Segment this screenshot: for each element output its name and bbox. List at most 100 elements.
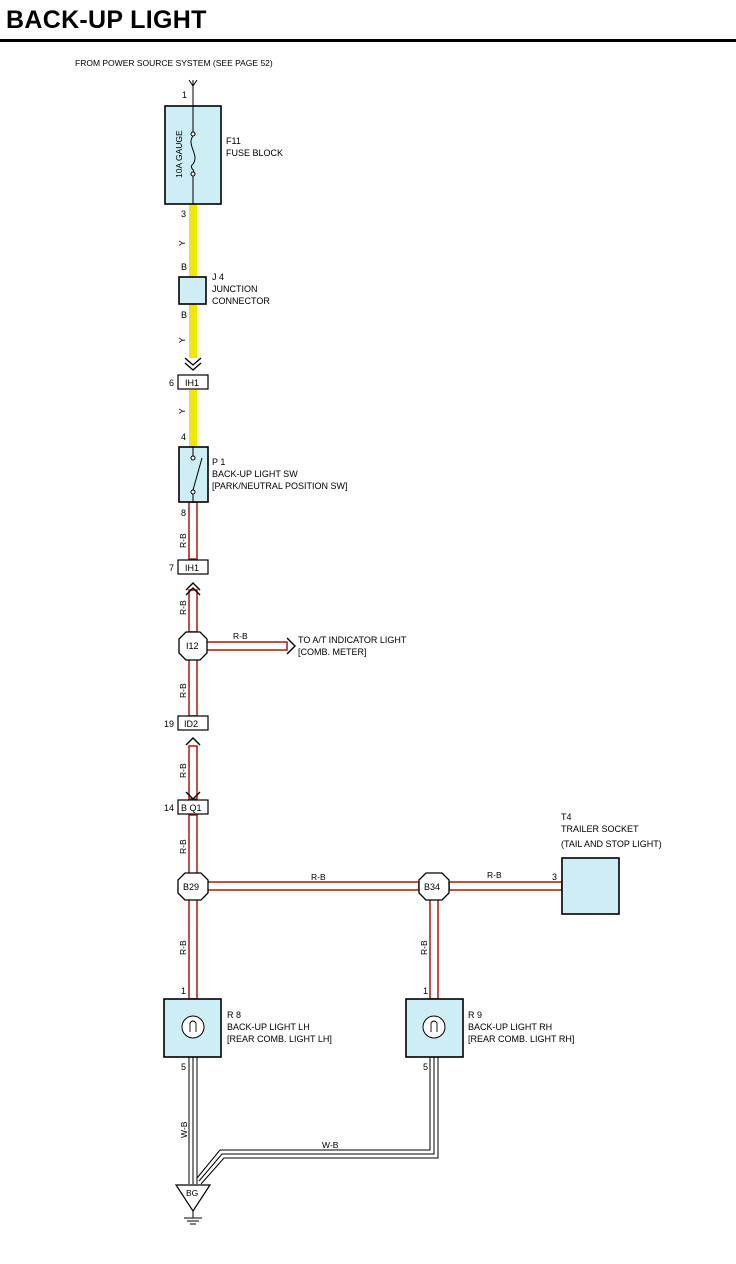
ground-connector[interactable] xyxy=(174,1184,212,1213)
wire-color-rb-3: R-B xyxy=(178,683,188,698)
wire-rb-3 xyxy=(188,656,198,717)
switch-icon xyxy=(192,457,203,491)
red-wire-group xyxy=(188,501,563,1000)
arrow-right-icon xyxy=(286,637,296,655)
backup-light-switch[interactable] xyxy=(178,446,209,503)
connector-id2-label: ID2 xyxy=(184,719,198,729)
backup-light-rh[interactable] xyxy=(405,998,464,1058)
wire-rb-b29-b34 xyxy=(206,881,420,891)
trailer-socket-pin: 3 xyxy=(552,872,557,882)
splice-b29-label: B29 xyxy=(183,882,199,892)
wire-color-rb-1: R-B xyxy=(178,533,188,548)
fuse-block-code: F11 xyxy=(226,136,241,146)
splice-i12-label: I12 xyxy=(186,641,199,651)
at-indicator-line1: TO A/T INDICATOR LIGHT xyxy=(298,635,407,645)
junction-connector[interactable] xyxy=(178,276,207,305)
light-rh-pin-in: 1 xyxy=(423,986,428,996)
wire-rb-b34-t4 xyxy=(448,881,563,891)
title-rule xyxy=(0,39,736,42)
trailer-socket-line2: (TAIL AND STOP LIGHT) xyxy=(561,839,662,849)
ground-icon xyxy=(183,1217,203,1225)
fuse-block[interactable]: 10A GAUGE xyxy=(164,105,222,205)
splice-i12[interactable] xyxy=(178,631,208,661)
junction-name-line2: CONNECTOR xyxy=(212,296,270,306)
splice-b34[interactable] xyxy=(418,872,450,901)
switch-name-line1: BACK-UP LIGHT SW xyxy=(212,469,298,479)
connector-ih1-upper[interactable] xyxy=(177,374,209,390)
light-lh-code: R 8 xyxy=(227,1010,241,1020)
connector-id2[interactable] xyxy=(177,715,209,731)
fuse-icon xyxy=(190,135,196,173)
wire-rb-5 xyxy=(188,814,198,875)
trailer-socket[interactable] xyxy=(561,857,620,915)
trailer-socket-code: T4 xyxy=(561,812,572,822)
wire-color-rb-7: R-B xyxy=(419,940,429,955)
wire-color-rb-4: R-B xyxy=(178,763,188,778)
fuse-label: 10A GAUGE xyxy=(174,130,184,178)
junction-code: J 4 xyxy=(212,272,224,282)
switch-pin-out: 8 xyxy=(181,508,186,518)
connector-ih1-upper-label: IH1 xyxy=(185,378,199,388)
wire-color-y-1: Y xyxy=(177,240,187,246)
wire-color-y-3: Y xyxy=(177,408,187,414)
wire-color-rb-at: R-B xyxy=(233,631,248,641)
connector-chevron-icon xyxy=(185,791,201,800)
splice-b29[interactable] xyxy=(177,872,209,901)
trailer-socket-line1: TRAILER SOCKET xyxy=(561,824,639,834)
switch-pin-in: 4 xyxy=(181,432,186,442)
wire-color-rb-6: R-B xyxy=(178,940,188,955)
wire-rb-at xyxy=(204,641,288,651)
connector-ih1-upper-pin: 6 xyxy=(169,378,174,388)
junction-pin-out: B xyxy=(181,310,187,320)
wire-y-3 xyxy=(189,390,197,447)
wire-color-y-2: Y xyxy=(177,337,187,343)
wire-y-1 xyxy=(189,204,197,277)
wire-color-wb-2: W-B xyxy=(322,1140,339,1150)
power-feed-arrow xyxy=(188,79,198,87)
red-chevrons xyxy=(185,582,296,800)
light-rh-line2: [REAR COMB. LIGHT RH] xyxy=(468,1034,574,1044)
light-rh-code: R 9 xyxy=(468,1010,482,1020)
wire-rb-b34-r9 xyxy=(429,898,439,1000)
fuse-pin-in: 1 xyxy=(182,90,187,100)
fuse-block-name: FUSE BLOCK xyxy=(226,148,283,158)
light-lh-pin-in: 1 xyxy=(181,986,186,996)
backup-light-lh[interactable] xyxy=(163,998,222,1058)
at-indicator-line2: [COMB. METER] xyxy=(298,647,367,657)
bulb-icon xyxy=(181,1015,205,1039)
light-rh-line1: BACK-UP LIGHT RH xyxy=(468,1022,552,1032)
light-rh-body xyxy=(405,998,464,1058)
light-lh-line1: BACK-UP LIGHT LH xyxy=(227,1022,310,1032)
connector-chevron-icon xyxy=(185,737,201,746)
fuse-pin-out: 3 xyxy=(181,209,186,219)
wire-color-wb-1: W-B xyxy=(179,1121,189,1138)
connector-bq1-pin: 14 xyxy=(164,803,174,813)
wire-color-rb-2: R-B xyxy=(178,600,188,615)
wire-rb-4 xyxy=(188,745,198,800)
connector-chevron-icon xyxy=(185,582,201,596)
junction-pin-in: B xyxy=(181,262,187,272)
wire-rb-6 xyxy=(188,898,198,1000)
wire-y-2 xyxy=(189,304,197,358)
wire-color-rb-b29: R-B xyxy=(311,872,326,882)
connector-bq1[interactable] xyxy=(177,799,209,815)
switch-name-line2: [PARK/NEUTRAL POSITION SW] xyxy=(212,481,348,491)
ground-label: BG xyxy=(186,1188,198,1198)
connector-ih1-lower-pin: 7 xyxy=(169,563,174,573)
wire-rb-2 xyxy=(188,589,198,633)
connector-id2-pin: 19 xyxy=(164,719,174,729)
connector-ih1-lower[interactable] xyxy=(177,559,209,575)
connector-ih1-lower-label: IH1 xyxy=(185,563,199,573)
light-lh-pin-out: 5 xyxy=(181,1062,186,1072)
junction-name-line1: JUNCTION xyxy=(212,284,258,294)
power-source-note: FROM POWER SOURCE SYSTEM (SEE PAGE 52) xyxy=(75,58,273,68)
wire-color-rb-5: R-B xyxy=(178,839,188,854)
bulb-icon xyxy=(422,1015,446,1039)
connector-bq1-label: B Q1 xyxy=(181,803,202,813)
yellow-wire-group xyxy=(189,204,197,447)
light-lh-line2: [REAR COMB. LIGHT LH] xyxy=(227,1034,332,1044)
light-rh-pin-out: 5 xyxy=(423,1062,428,1072)
splice-b34-label: B34 xyxy=(424,882,440,892)
connector-chevron-icon xyxy=(184,357,202,371)
